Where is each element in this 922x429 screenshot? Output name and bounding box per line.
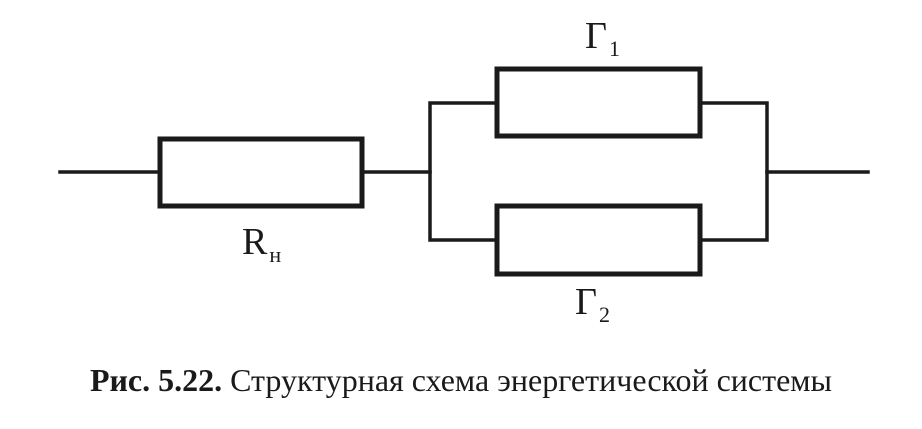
generator-1-label: Г1 [585,14,620,61]
generator-2-label-symbol: Г [575,281,597,323]
figure-caption: Рис. 5.22. Структурная схема энергетичес… [0,362,922,399]
generator-2-block [494,203,703,277]
generator-2-label: Г2 [575,280,610,327]
right-bus-wire [698,101,769,242]
generator-2-label-subscript: 2 [598,302,610,327]
left-bus-wire [428,101,499,242]
load-block [157,136,365,209]
figure-caption-text: Структурная схема энергетической системы [230,362,833,398]
load-label: Rн [242,220,282,267]
load-label-subscript: н [269,242,282,267]
load-label-symbol: R [242,221,268,263]
generator-1-label-subscript: 1 [608,36,620,61]
generator-1-block [494,66,703,139]
figure-caption-number: Рис. 5.22. [89,362,223,398]
generator-1-label-symbol: Г [585,15,607,57]
